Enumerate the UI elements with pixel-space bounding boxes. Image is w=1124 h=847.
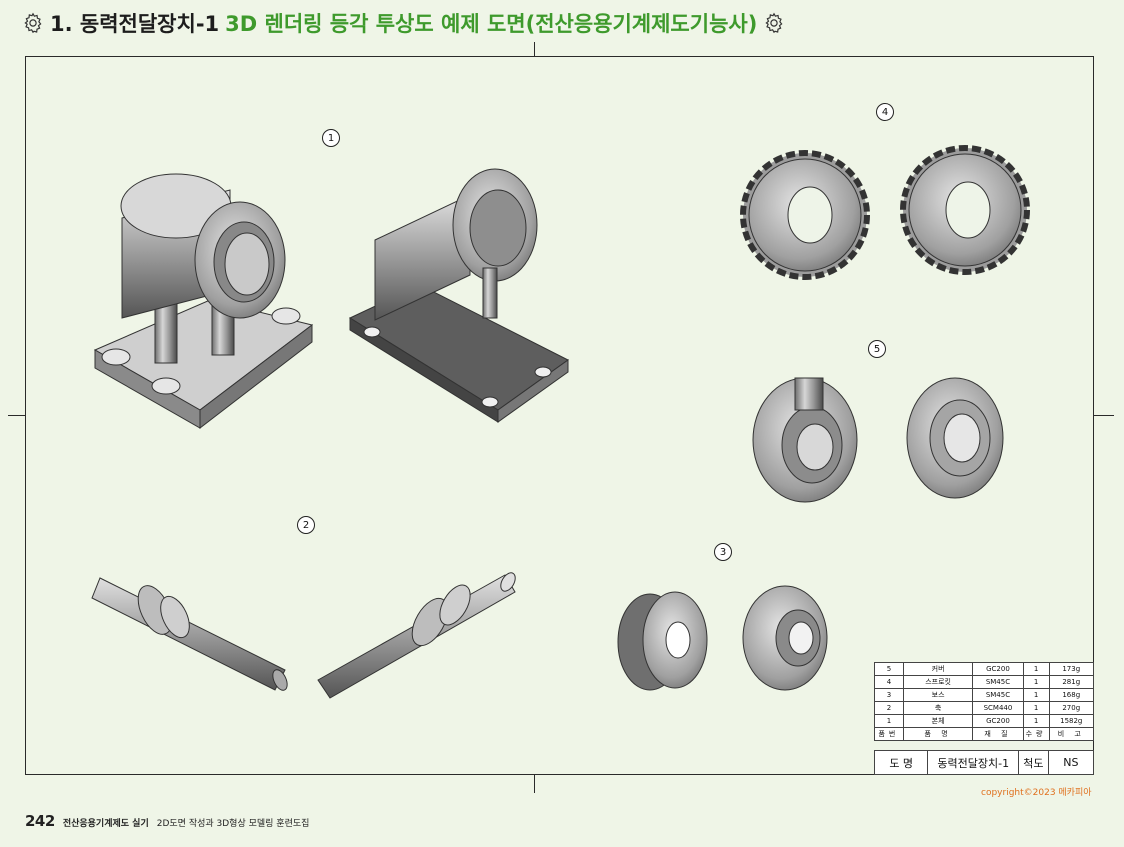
scale-label: 척도: [1018, 750, 1049, 775]
balloon-1: 1: [322, 129, 340, 147]
part-note: 1582g: [1048, 714, 1094, 728]
book-subtitle: 2D도면 작성과 3D형상 모델링 훈련도집: [156, 819, 310, 829]
part-qty: 1: [1022, 688, 1050, 702]
scale-value: NS: [1047, 750, 1095, 775]
parts-row: 4 스프로킷 SM45C 1 281g: [874, 675, 1094, 689]
page-number: 242: [25, 812, 55, 830]
part-note: 281g: [1048, 675, 1094, 689]
center-mark-bottom: [534, 775, 535, 793]
part-name: 커버: [902, 662, 974, 676]
part-name: 축: [902, 701, 974, 715]
book-title: 전산응용기계제도 실기: [62, 819, 149, 829]
parts-row: 1 본체 GC200 1 1582g: [874, 714, 1094, 728]
page-footer: 242 전산응용기계제도 실기 2D도면 작성과 3D형상 모델링 훈련도집: [25, 812, 309, 830]
part-no: 3: [874, 688, 904, 702]
part-3-boss-view-b: [742, 585, 828, 691]
part-1-body-view-a: [93, 173, 314, 430]
balloon-2: 2: [297, 516, 315, 534]
part-name: 스프로킷: [902, 675, 974, 689]
header-name: 품 명: [902, 727, 974, 741]
part-5-cover-view-b: [906, 377, 1004, 499]
part-material: GC200: [972, 662, 1024, 676]
gear-icon: [24, 12, 42, 34]
parts-row: 3 보스 SM45C 1 168g: [874, 688, 1094, 702]
drawing-frame: [25, 56, 1094, 775]
part-name: 보스: [902, 688, 974, 702]
part-name: 본체: [902, 714, 974, 728]
part-no: 2: [874, 701, 904, 715]
header-title: 3D 렌더링 등각 투상도 예제 도면(전산응용기계제도기능사): [225, 12, 758, 36]
part-note: 270g: [1048, 701, 1094, 715]
header-qty: 수량: [1022, 727, 1050, 741]
part-qty: 1: [1022, 675, 1050, 689]
parts-row: 5 커버 GC200 1 173g: [874, 662, 1094, 676]
part-qty: 1: [1022, 701, 1050, 715]
balloon-4: 4: [876, 103, 894, 121]
balloon-5: 5: [868, 340, 886, 358]
parts-list: 5 커버 GC200 1 173g 4 스프로킷 SM45C 1 281g 3 …: [874, 662, 1094, 741]
header-prefix: 1. 동력전달장치-1: [50, 12, 220, 36]
parts-row: 2 축 SCM440 1 270g: [874, 701, 1094, 715]
center-mark-top: [534, 42, 535, 56]
part-5-cover-view-a: [752, 377, 858, 503]
part-no: 4: [874, 675, 904, 689]
gear-icon: [765, 12, 783, 34]
parts-header-row: 품번 품 명 재 질 수량 비 고: [874, 727, 1094, 741]
part-qty: 1: [1022, 714, 1050, 728]
part-1-body-view-b: [348, 168, 569, 423]
part-material: SCM440: [972, 701, 1024, 715]
title-block: 도 명 동력전달장치-1 척도 NS: [873, 750, 1095, 775]
header-note: 비 고: [1048, 727, 1094, 741]
part-2-shaft-view-a: [91, 577, 288, 691]
part-no: 5: [874, 662, 904, 676]
balloon-3: 3: [714, 543, 732, 561]
part-no: 1: [874, 714, 904, 728]
part-material: SM45C: [972, 675, 1024, 689]
center-mark-right: [1094, 415, 1114, 416]
page-header: 1. 동력전달장치-1 3D 렌더링 등각 투상도 예제 도면(전산응용기계제도…: [22, 8, 785, 38]
center-mark-left: [8, 415, 25, 416]
part-2-shaft-view-b: [317, 572, 516, 699]
part-material: SM45C: [972, 688, 1024, 702]
drawing-name-label: 도 명: [873, 750, 929, 775]
part-note: 173g: [1048, 662, 1094, 676]
part-qty: 1: [1022, 662, 1050, 676]
header-no: 품번: [874, 727, 904, 741]
part-3-boss-view-a: [617, 591, 708, 691]
header-material: 재 질: [972, 727, 1024, 741]
part-material: GC200: [972, 714, 1024, 728]
part-4-sprocket-view-b: [900, 145, 1030, 275]
part-note: 168g: [1048, 688, 1094, 702]
drawing-name: 동력전달장치-1: [927, 750, 1020, 775]
part-4-sprocket-view-a: [740, 150, 870, 280]
copyright-notice: copyright©2023 메카피아: [981, 788, 1092, 798]
